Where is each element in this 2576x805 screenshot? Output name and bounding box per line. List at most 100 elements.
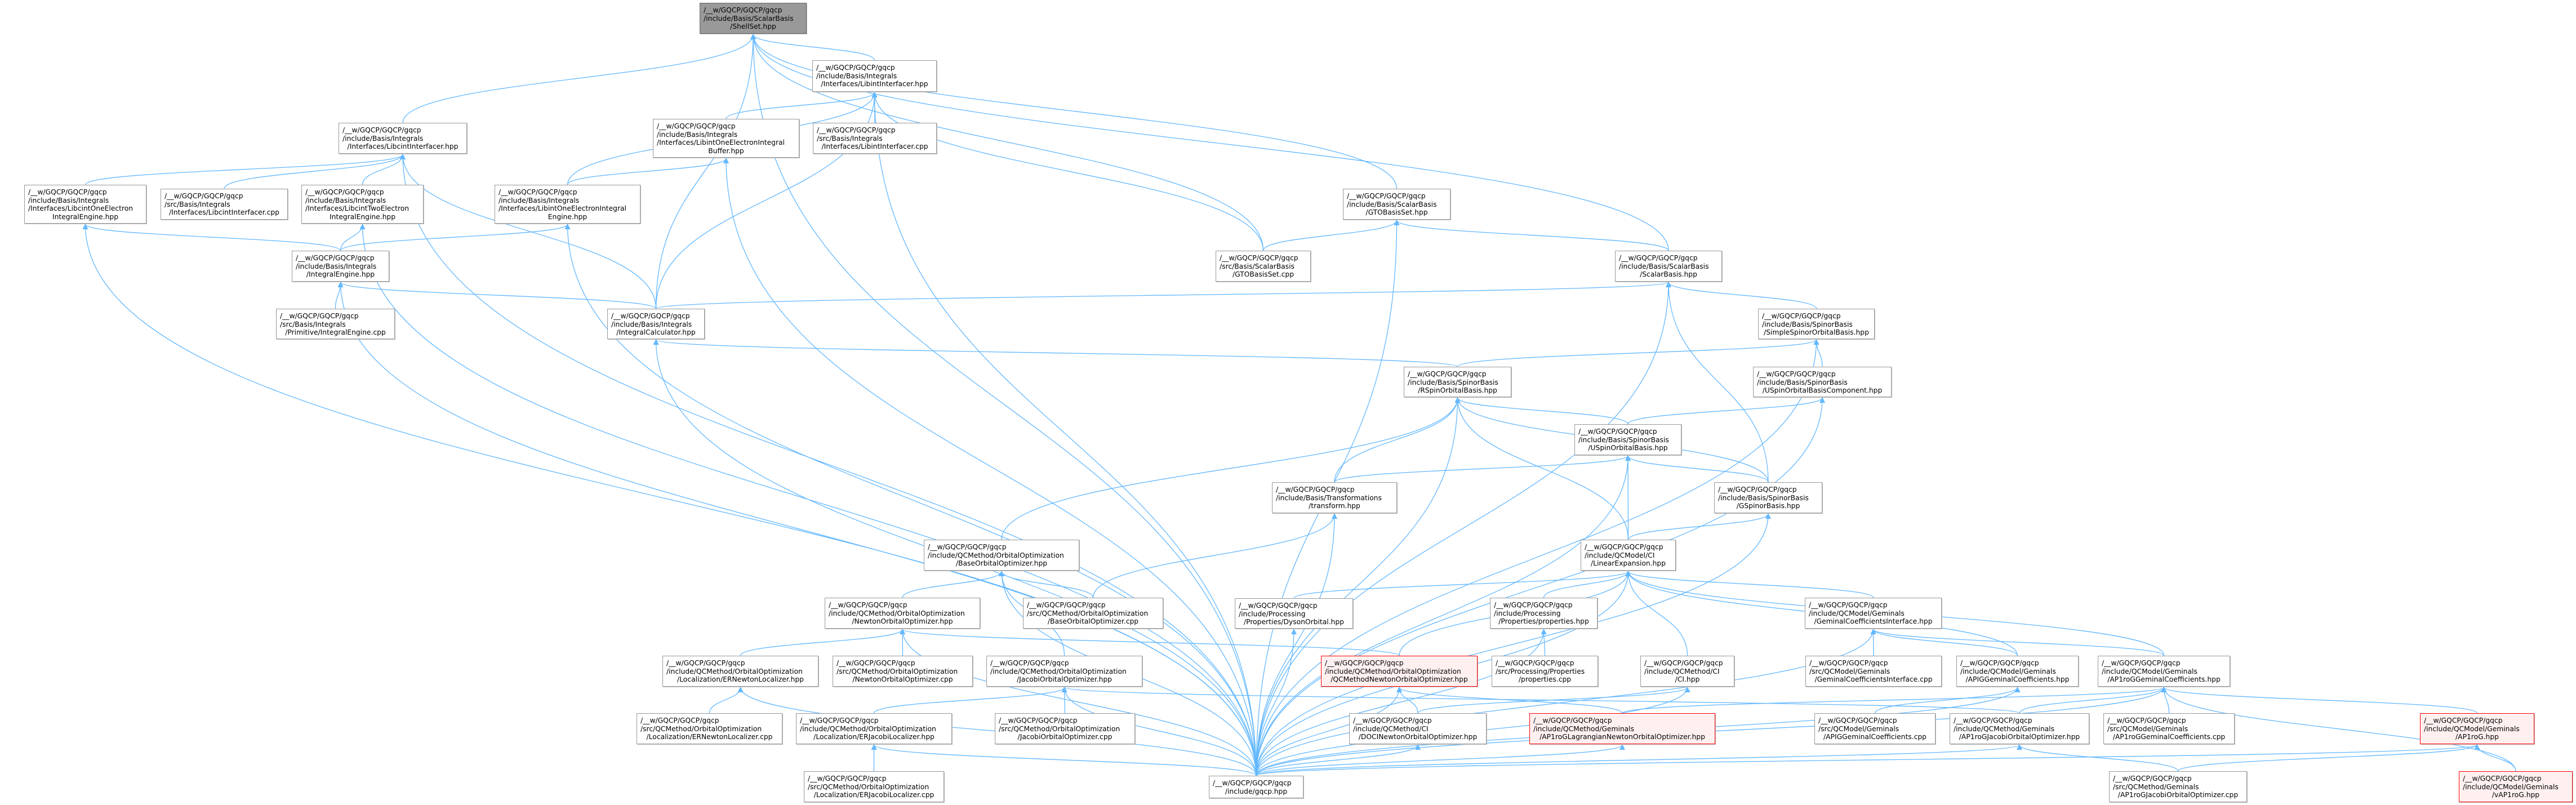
graph-node-libintinterfacer-hpp[interactable]: /__w/GQCP/GQCP/gqcp/include/Basis/Integr… <box>812 60 937 92</box>
node-label-line: /__w/GQCP/GQCP/gqcp <box>1325 659 1404 667</box>
graph-node-geminalcoefficientsinterface-hpp[interactable]: /__w/GQCP/GQCP/gqcp/include/QCModel/Gemi… <box>1805 598 1942 629</box>
dependency-edge <box>1870 629 2018 656</box>
dependency-edge <box>750 34 1669 251</box>
graph-node-erjacobilocalizer-hpp[interactable]: /__w/GQCP/GQCP/gqcp/include/QCMethod/Orb… <box>796 713 952 744</box>
graph-node-integralcalculator-hpp[interactable]: /__w/GQCP/GQCP/gqcp/include/Basis/Integr… <box>607 309 705 339</box>
node-label-line: /__w/GQCP/GQCP/gqcp <box>817 126 896 134</box>
graph-node-ernewtonlocalizer-hpp[interactable]: /__w/GQCP/GQCP/gqcp/include/QCMethod/Orb… <box>662 656 818 687</box>
graph-node-ap1roggeminalcoefficients-hpp[interactable]: /__w/GQCP/GQCP/gqcp/include/QCModel/Gemi… <box>2098 656 2230 687</box>
graph-node-gqcp-hpp[interactable]: /__w/GQCP/GQCP/gqcp/include/gqcp.hpp <box>1209 776 1303 798</box>
node-label-line: /include/QCModel/Geminals <box>2102 667 2197 675</box>
node-label-line: /include/Basis/SpinorBasis <box>1718 493 1809 502</box>
node-label-line: /__w/GQCP/GQCP/gqcp <box>1585 543 1663 551</box>
dependency-edge <box>1454 397 1629 540</box>
graph-node-integralengine-hpp[interactable]: /__w/GQCP/GQCP/gqcp/include/Basis/Integr… <box>292 251 389 282</box>
node-label-line: /__w/GQCP/GQCP/gqcp <box>2463 775 2542 782</box>
node-label-line: /src/Basis/Integrals <box>817 134 883 143</box>
graph-node-primitive-integralengine-cpp[interactable]: /__w/GQCP/GQCP/gqcp/src/Basis/Integrals/… <box>276 309 395 339</box>
node-label-line: /vAP1roG.hpp <box>2492 791 2540 799</box>
graph-node-jacobiorbitaloptimizer-cpp[interactable]: /__w/GQCP/GQCP/gqcp/src/QCMethod/Orbital… <box>995 713 1135 744</box>
dependency-edge <box>750 34 1257 776</box>
node-label-line: /__w/GQCP/GQCP/gqcp <box>2113 775 2192 782</box>
node-label-line: /__w/GQCP/GQCP/gqcp <box>657 122 736 130</box>
dependency-edge <box>1627 513 1771 540</box>
dependency-edge <box>1625 571 1874 598</box>
graph-node-libcintinterfacer-hpp[interactable]: /__w/GQCP/GQCP/gqcp/include/Basis/Integr… <box>339 123 467 154</box>
node-label-line: /include/Basis/SpinorBasis <box>1757 378 1848 386</box>
graph-node-scalarbasis-hpp[interactable]: /__w/GQCP/GQCP/gqcp/include/Basis/Scalar… <box>1615 251 1722 282</box>
node-label-line: /__w/GQCP/GQCP/gqcp <box>1644 659 1723 667</box>
graph-node-dysonorbital-hpp[interactable]: /__w/GQCP/GQCP/gqcp/include/Processing/P… <box>1235 598 1353 629</box>
node-label-line: /__w/GQCP/GQCP/gqcp <box>816 64 895 72</box>
graph-node-docinewtonorbitaloptimizer-hpp[interactable]: /__w/GQCP/GQCP/gqcp/include/QCMethod/CI/… <box>1349 713 1487 744</box>
graph-node-gtobasisset-cpp[interactable]: /__w/GQCP/GQCP/gqcp/src/Basis/ScalarBasi… <box>1216 251 1311 282</box>
graph-node-vap1rog-hpp[interactable]: /__w/GQCP/GQCP/gqcp/include/QCModel/Gemi… <box>2459 771 2573 802</box>
graph-node-gspinorbasis-hpp[interactable]: /__w/GQCP/GQCP/gqcp/include/Basis/Spinor… <box>1714 482 1822 513</box>
node-label-line: /include/Basis/Integrals <box>342 134 424 143</box>
dependency-edge <box>1394 220 1669 251</box>
node-label-line: /__w/GQCP/GQCP/gqcp <box>1578 428 1657 435</box>
graph-node-jacobiorbitaloptimizer-hpp[interactable]: /__w/GQCP/GQCP/gqcp/include/QCMethod/Orb… <box>986 656 1142 687</box>
graph-node-gtobasisset-hpp[interactable]: /__w/GQCP/GQCP/gqcp/include/Basis/Scalar… <box>1343 189 1451 220</box>
dependency-edge <box>1813 339 1823 367</box>
graph-node-ap1roglagrangiannewtonorbitaloptimizer-hpp[interactable]: /__w/GQCP/GQCP/gqcp/include/QCMethod/Gem… <box>1529 713 1715 744</box>
graph-node-libcintoneelectronintegralengine-hpp[interactable]: /__w/GQCP/GQCP/gqcp/include/Basis/Integr… <box>24 185 146 224</box>
dependency-edge <box>1256 744 2480 776</box>
dependency-edge <box>337 282 1257 776</box>
dependency-edge <box>1625 455 1769 483</box>
node-label-line: /AP1roG.hpp <box>2455 733 2499 741</box>
graph-node-transform-hpp[interactable]: /__w/GQCP/GQCP/gqcp/include/Basis/Transf… <box>1272 482 1397 513</box>
graph-node-erjacobilocalizer-cpp[interactable]: /__w/GQCP/GQCP/gqcp/src/QCMethod/Orbital… <box>804 771 944 802</box>
graph-node-libcinttwoelectronintegralengine-hpp[interactable]: /__w/GQCP/GQCP/gqcp/include/Basis/Integr… <box>301 185 424 224</box>
node-label-line: /include/Processing <box>1239 610 1306 618</box>
node-label-line: /src/Basis/Integrals <box>164 200 230 208</box>
graph-node-uspinorbitalbasis-hpp[interactable]: /__w/GQCP/GQCP/gqcp/include/Basis/Spinor… <box>1574 424 1681 455</box>
graph-node-geminalcoefficientsinterface-cpp[interactable]: /__w/GQCP/GQCP/gqcp/src/QCModel/Geminals… <box>1805 656 1942 687</box>
node-label-line: IntegralEngine.hpp <box>52 212 119 221</box>
graph-node-simplespinorbitalbasis-hpp[interactable]: /__w/GQCP/GQCP/gqcp/include/Basis/Spinor… <box>1758 309 1875 339</box>
node-label-line: /__w/GQCP/GQCP/gqcp <box>1762 312 1841 320</box>
node-label-line: /__w/GQCP/GQCP/gqcp <box>640 717 719 724</box>
graph-node-apiggeminalcoefficients-hpp[interactable]: /__w/GQCP/GQCP/gqcp/include/QCModel/Gemi… <box>1956 656 2079 687</box>
graph-node-newtonorbitaloptimizer-hpp[interactable]: /__w/GQCP/GQCP/gqcp/include/QCMethod/Orb… <box>825 598 980 629</box>
graph-node-ap1rogjacobiorbitaloptimizer-cpp[interactable]: /__w/GQCP/GQCP/gqcp/src/QCMethod/Geminal… <box>2109 771 2247 802</box>
graph-node-baseorbitaloptimizer-hpp[interactable]: /__w/GQCP/GQCP/gqcp/include/QCMethod/Orb… <box>924 540 1079 571</box>
dependency-edge <box>653 339 1458 367</box>
graph-node-ap1rogjacobiorbitaloptimizer-hpp[interactable]: /__w/GQCP/GQCP/gqcp/include/QCMethod/Gem… <box>1950 713 2089 744</box>
node-label-line: /include/Basis/Integrals <box>657 130 738 139</box>
graph-node-properties-hpp[interactable]: /__w/GQCP/GQCP/gqcp/include/Processing/P… <box>1490 598 1598 629</box>
graph-node-apiggeminalcoefficients-cpp[interactable]: /__w/GQCP/GQCP/gqcp/src/QCModel/Geminals… <box>1814 713 1936 744</box>
node-label-line: /__w/GQCP/GQCP/gqcp <box>928 543 1007 551</box>
dependency-edge <box>871 92 1264 251</box>
graph-node-rspinorbitalbasis-hpp[interactable]: /__w/GQCP/GQCP/gqcp/include/Basis/Spinor… <box>1404 367 1511 397</box>
graph-node-qcmethodnewtonorbitaloptimizer-hpp[interactable]: /__w/GQCP/GQCP/gqcp/include/QCMethod/Orb… <box>1321 656 1478 687</box>
graph-node-linearexpansion-hpp[interactable]: /__w/GQCP/GQCP/gqcp/include/QCModel/CI/L… <box>1581 540 1676 571</box>
graph-node-libcintinterfacer-cpp[interactable]: /__w/GQCP/GQCP/gqcp/src/Basis/Integrals/… <box>161 189 288 220</box>
graph-node-libintoneelectronintegralbuffer-hpp[interactable]: /__w/GQCP/GQCP/gqcp/include/Basis/Integr… <box>653 119 799 158</box>
graph-node-baseorbitaloptimizer-cpp[interactable]: /__w/GQCP/GQCP/gqcp/src/QCMethod/Orbital… <box>1023 598 1163 629</box>
node-label-line: /include/QCMethod/OrbitalOptimization <box>666 667 803 675</box>
node-label-line: /include/gqcp.hpp <box>1225 787 1288 795</box>
graph-node-ap1roggeminalcoefficients-cpp[interactable]: /__w/GQCP/GQCP/gqcp/src/QCModel/Geminals… <box>2103 713 2235 744</box>
dependency-edge <box>740 629 905 656</box>
node-label-line: IntegralEngine.hpp <box>329 212 396 221</box>
dependency-edge <box>871 744 1257 776</box>
dependency-edge <box>750 34 875 61</box>
graph-node-ernewtonlocalizer-cpp[interactable]: /__w/GQCP/GQCP/gqcp/src/QCMethod/Orbital… <box>637 713 782 744</box>
graph-node-properties-cpp[interactable]: /__w/GQCP/GQCP/gqcp/src/Processing/Prope… <box>1492 656 1598 687</box>
node-label-line: /src/QCMethod/OrbitalOptimization <box>999 724 1120 733</box>
dependency-edge <box>873 687 1067 714</box>
graph-node-uspinorbitalbasiscomponent-hpp[interactable]: /__w/GQCP/GQCP/gqcp/include/Basis/Spinor… <box>1753 367 1892 397</box>
dependency-edge <box>400 154 1257 776</box>
graph-node-libintoneelectronintegralengine-hpp[interactable]: /__w/GQCP/GQCP/gqcp/include/Basis/Integr… <box>495 185 640 224</box>
graph-node-newtonorbitaloptimizer-cpp[interactable]: /__w/GQCP/GQCP/gqcp/src/QCMethod/Orbital… <box>833 656 973 687</box>
dependency-edge <box>1256 744 1421 776</box>
graph-node-ap1rog-hpp[interactable]: /__w/GQCP/GQCP/gqcp/include/QCModel/Gemi… <box>2420 713 2534 744</box>
node-label-line: /Localization/ERJacobiLocalizer.hpp <box>813 733 935 741</box>
dependency-edge <box>1874 687 2021 714</box>
graph-node-ci-hpp[interactable]: /__w/GQCP/GQCP/gqcp/include/QCMethod/CI/… <box>1640 656 1734 687</box>
node-label-line: /__w/GQCP/GQCP/gqcp <box>808 775 887 782</box>
dependency-edge <box>1870 629 2165 656</box>
graph-node-libintinterfacer-cpp[interactable]: /__w/GQCP/GQCP/gqcp/src/Basis/Integrals/… <box>813 123 937 154</box>
